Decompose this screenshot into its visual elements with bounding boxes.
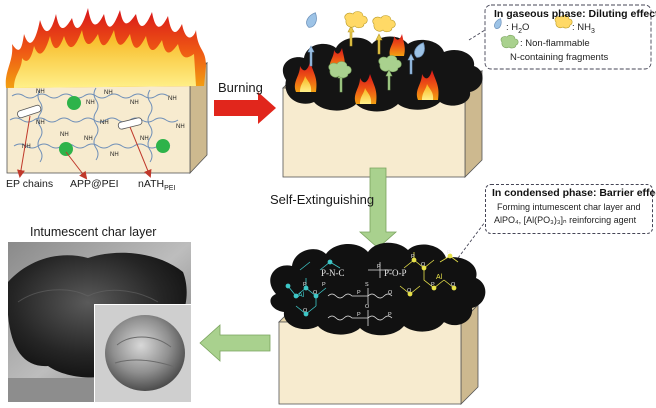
nh-label: NH [84, 136, 93, 142]
svg-text:P: P [388, 312, 392, 318]
burning-arrow [214, 92, 276, 124]
char-cloud-final [270, 242, 486, 336]
pnc-label: P-N-C [321, 268, 345, 278]
al-label-yellow: Al [436, 274, 443, 281]
gas-legend-nonflammable: : Non-flammable [520, 38, 590, 49]
svg-text:O: O [407, 288, 412, 294]
chem-atom-labels: POP OPS POO PP POP OPO [303, 250, 456, 318]
ep-chains-label: EP chains [6, 178, 54, 190]
condensed-box-line1: Forming intumescent char layer and [497, 202, 641, 212]
polymer-chains [9, 87, 179, 163]
nh-label: NH [36, 89, 45, 95]
label-pointers [17, 115, 152, 180]
nh-label: NH [60, 132, 69, 138]
svg-text:O: O [303, 308, 308, 314]
svg-text:O: O [313, 290, 318, 296]
self-extinguishing-label: Self-Extinguishing [270, 192, 375, 207]
svg-text:O: O [451, 282, 456, 288]
gas-legend-h2o: : H2O [506, 22, 530, 35]
svg-text:P: P [357, 290, 361, 296]
svg-text:P: P [303, 282, 307, 288]
gas-legend-icons [494, 14, 573, 49]
nath-rod-2 [117, 117, 143, 130]
app-pei-label: APP@PEI [70, 178, 119, 190]
svg-text:P: P [357, 312, 361, 318]
gas-legend-nh3: : NH3 [572, 22, 595, 35]
fire-panel-1 [5, 8, 207, 88]
gas-phase-box [484, 4, 652, 70]
nath-rod-1 [17, 104, 42, 119]
svg-text:P: P [411, 254, 415, 260]
nh-label: NH [36, 120, 45, 126]
svg-text:P: P [322, 282, 326, 288]
nh-labels: NH NH NH NH NH NH NH NH NH NH NH NH NH [22, 89, 185, 158]
condensed-box-line2: AlPO₄, [Al(PO₃)₃]ₙ reinforcing agent [494, 215, 637, 225]
burning-label: Burning [218, 80, 263, 95]
gas-legend-n-fragments: N-containing fragments [510, 52, 609, 63]
chem-network-cyan [285, 259, 341, 317]
gas-species [306, 11, 425, 93]
chem-network-white [327, 262, 393, 326]
nh-label: NH [22, 144, 31, 150]
nh-label: NH [110, 152, 119, 158]
app-bead-1 [67, 96, 81, 110]
char-inset-photo [94, 304, 191, 402]
svg-text:S: S [365, 282, 369, 288]
nh-label: NH [176, 124, 185, 130]
svg-text:P: P [377, 264, 381, 270]
condensed-box-title: In condensed phase: Barrier effect [492, 187, 656, 199]
gas-box-title: In gaseous phase: Diluting effect [494, 8, 656, 20]
svg-text:P: P [447, 250, 451, 256]
nath-pei-label: nATHPEI [138, 178, 176, 193]
gas-box-connector [468, 29, 486, 41]
nh-label: NH [140, 136, 149, 142]
char-photo [8, 242, 191, 402]
nh-label: NH [104, 90, 113, 96]
nh-label: NH [168, 96, 177, 102]
pop-label: P-O-P [384, 268, 407, 278]
extinguish-arrow [358, 167, 398, 249]
app-bead-3 [156, 139, 170, 153]
svg-text:O: O [365, 304, 370, 310]
app-bead-2 [59, 142, 73, 156]
nh-label: NH [86, 100, 95, 106]
svg-text:O: O [388, 290, 393, 296]
nh-label: NH [100, 120, 109, 126]
chem-network-yellow [399, 252, 459, 297]
char-photo-title: Intumescent char layer [30, 225, 157, 239]
al-label-cyan: Al [298, 292, 305, 299]
small-fires [294, 34, 439, 104]
svg-text:P: P [431, 282, 435, 288]
svg-text:O: O [421, 262, 426, 268]
condensed-phase-box [485, 184, 653, 234]
nh-label: NH [130, 100, 139, 106]
